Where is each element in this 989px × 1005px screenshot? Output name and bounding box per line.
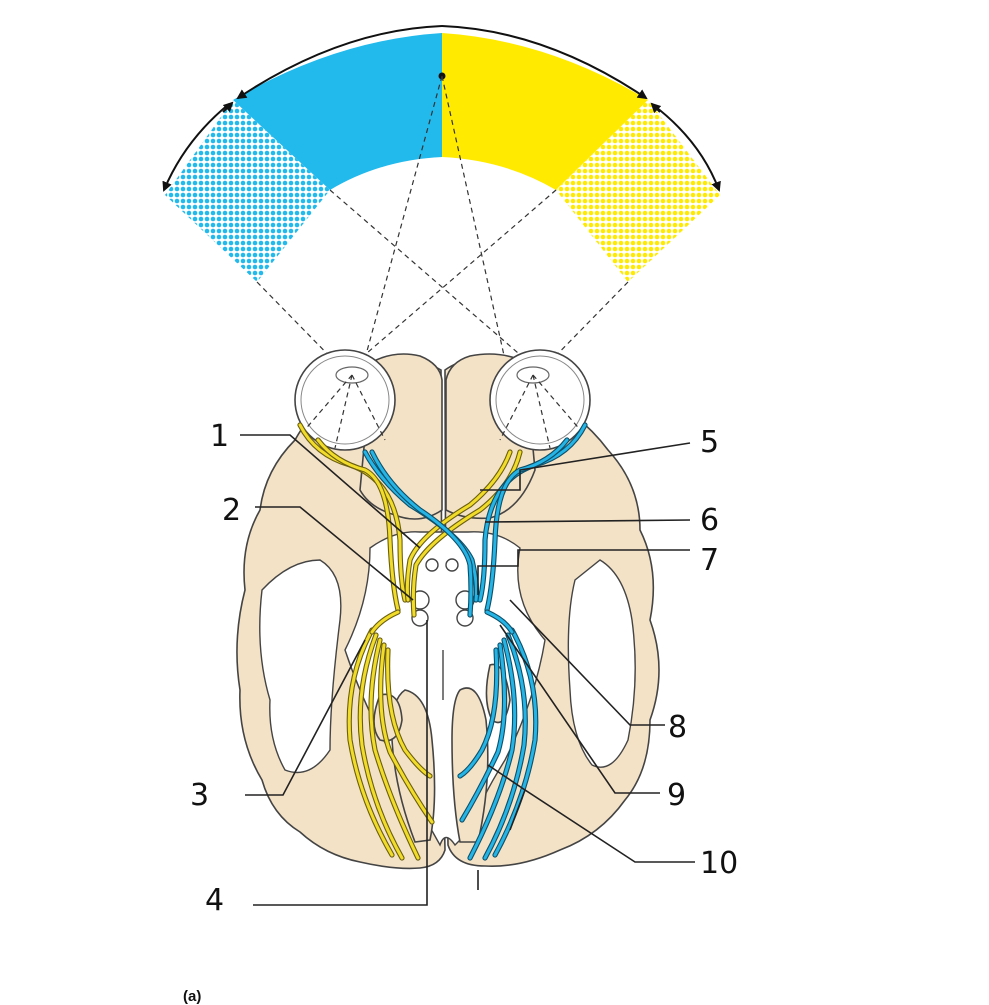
label-2: 2	[222, 493, 241, 528]
right-peripheral-field	[556, 100, 720, 282]
leader-2	[255, 506, 414, 601]
left-eye	[294, 349, 396, 451]
figure-caption: (a)	[183, 988, 201, 1005]
left-field-pathway-blue	[362, 422, 588, 861]
leader-4	[253, 620, 428, 906]
visual-field	[162, 25, 721, 451]
mammillary-body-right	[445, 558, 459, 572]
leader-9	[499, 624, 660, 794]
leader-5	[480, 442, 691, 491]
leader-7	[477, 549, 690, 595]
leader-8	[509, 599, 665, 726]
label-1: 1	[210, 419, 229, 454]
right-eye	[489, 349, 591, 451]
left-temporal-inner	[259, 559, 342, 774]
label-3: 3	[190, 778, 209, 813]
right-binocular-field	[442, 33, 648, 190]
label-5: 5	[700, 425, 719, 460]
leader-lines	[240, 434, 695, 906]
label-8: 8	[668, 710, 687, 745]
leader-1	[240, 434, 421, 549]
label-4: 4	[205, 883, 224, 918]
number-labels: 1 2 3 4 5 6 7 8 9 10	[190, 419, 738, 918]
leader-3	[245, 639, 366, 796]
label-6: 6	[700, 503, 719, 538]
label-7: 7	[700, 543, 719, 578]
field-arrows	[162, 25, 721, 192]
left-peripheral-field	[165, 100, 330, 282]
label-9: 9	[667, 778, 686, 813]
label-10: 10	[700, 846, 738, 881]
left-binocular-field	[233, 33, 442, 190]
right-field-pathway-yellow	[297, 422, 523, 861]
brain-base-view	[236, 353, 660, 870]
leader-6	[484, 519, 691, 523]
leader-10	[487, 764, 695, 863]
mammillary-body-left	[425, 558, 439, 572]
right-temporal-inner	[567, 559, 636, 768]
